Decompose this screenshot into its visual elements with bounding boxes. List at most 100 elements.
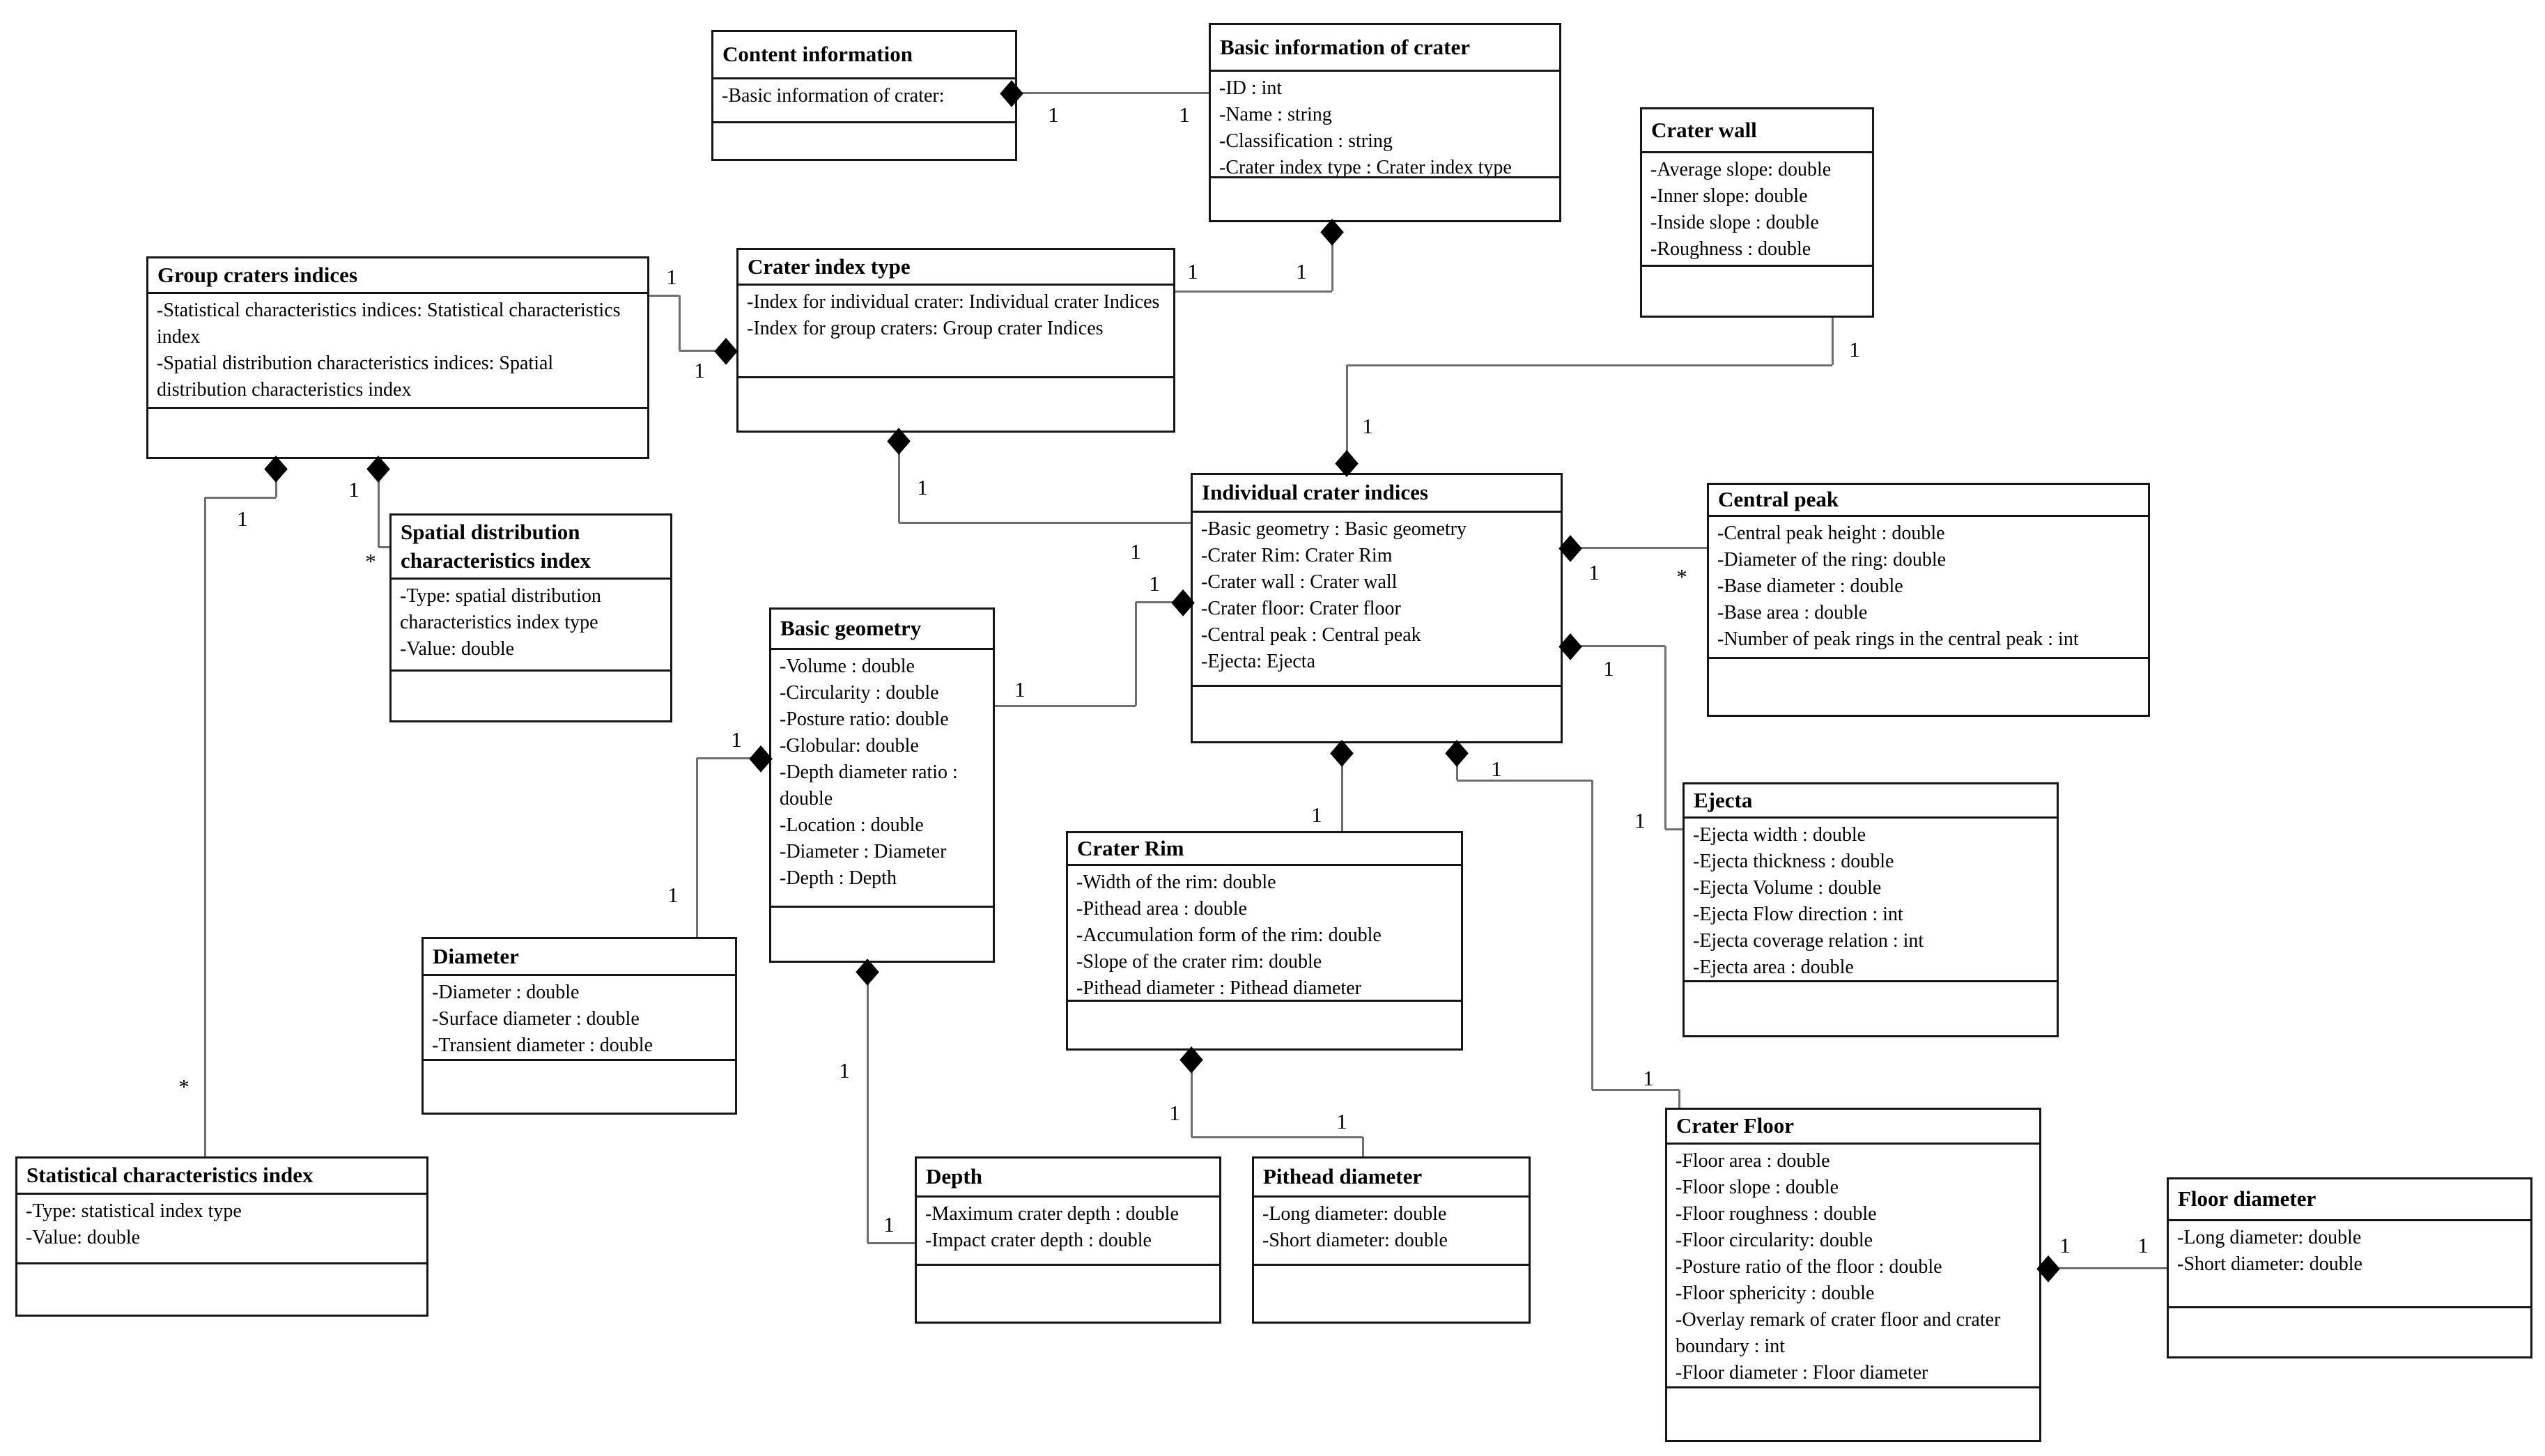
multiplicity-label: 1 [2137,1233,2149,1257]
composition-diamond-icon: ◆ [1330,730,1354,771]
multiplicity-label: 1 [348,477,359,502]
class-attribute: -Crater floor: Crater floor [1201,598,1401,619]
multiplicity-label: 1 [1336,1109,1347,1133]
class-attribute: -Overlay remark of crater floor and crat… [1676,1309,2001,1357]
multiplicity-label: 1 [1014,677,1026,702]
class-title-statistical-characteristics-index: Statistical characteristics index [17,1159,426,1195]
class-empty-compartment [771,908,993,961]
class-attribute: -Diameter : double [432,982,580,1003]
class-title-crater-floor: Crater Floor [1667,1110,2039,1145]
class-attribute: -Long diameter: double [1262,1203,1447,1225]
class-attribute: -Short diameter: double [2177,1253,2362,1275]
class-attribute: -Floor sphericity : double [1676,1283,1875,1304]
class-attributes-individual-crater-indices: -Basic geometry : Basic geometry-Crater … [1193,513,1561,687]
multiplicity-label: 1 [1187,259,1198,284]
class-attribute: -Spatial distribution characteristics in… [157,353,554,401]
connector-segment-individual-indices-owns-basic-geometry [1136,601,1191,603]
multiplicity-label: 1 [731,727,742,752]
class-empty-compartment [1685,982,2057,1035]
class-attribute: -Crater index type : Crater index type [1219,157,1512,178]
multiplicity-label: 1 [1130,539,1141,564]
multiplicity-label: * [178,1074,189,1099]
connector-segment-crater-rim-owns-pithead-diameter [1361,1137,1364,1156]
class-box-statistical-characteristics-index: Statistical characteristics index -Type: … [15,1156,428,1317]
class-attribute: -Value: double [400,638,515,660]
class-attribute: -Classification : string [1219,130,1393,152]
class-attribute: -Pithead diameter : Pithead diameter [1076,977,1361,999]
composition-diamond-icon: ◆ [1445,730,1469,771]
class-attribute: -Crater Rim: Crater Rim [1201,545,1393,566]
class-title-individual-crater-indices: Individual crater indices [1193,475,1561,513]
class-box-floor-diameter: Floor diameter-Long diameter: double-Sho… [2167,1177,2532,1358]
connector-segment-individual-indices-owns-ejecta [1563,644,1665,647]
connector-segment-individual-indices-owns-basic-geometry [995,704,1136,707]
multiplicity-label: 1 [1048,102,1059,127]
connector-segment-individual-indices-owns-central-peak [1563,546,1707,549]
multiplicity-label: 1 [1362,414,1373,438]
class-empty-compartment [1254,1266,1529,1322]
class-attributes-crater-rim: -Width of the rim: double-Pithead area :… [1068,866,1461,1002]
multiplicity-label: 1 [1491,757,1502,781]
multiplicity-label: * [1676,564,1687,589]
class-attribute: -Short diameter: double [1262,1230,1448,1251]
class-box-crater-index-type: Crater index type-Index for individual c… [736,248,1175,433]
connector-segment-group-indices-own-statistical-index [203,497,206,1156]
class-attribute: -Pithead area : double [1076,898,1247,920]
class-attribute: -Ejecta thickness : double [1693,851,1894,872]
class-attribute: -Depth : Depth [780,867,897,889]
class-box-diameter: Diameter-Diameter : double-Surface diame… [421,937,737,1115]
class-attribute: -Base diameter : double [1717,575,1903,597]
class-empty-compartment [1667,1388,2039,1440]
class-title-central-peak: Central peak [1709,485,2148,517]
class-attribute: -Diameter : Diameter [780,841,947,862]
connector-segment-individual-indices-owns-ejecta [1664,646,1666,829]
multiplicity-label: * [365,549,376,573]
class-attribute: -Maximum crater depth : double [925,1203,1179,1225]
connector-segment-crater-rim-owns-pithead-diameter [1190,1051,1193,1137]
class-attribute: -Diameter of the ring: double [1717,549,1947,571]
class-empty-compartment [424,1061,735,1113]
multiplicity-label: 1 [667,883,679,907]
class-title-depth: Depth [917,1159,1219,1198]
connector-segment-crater-index-type-owns-individual-indices [899,521,1191,524]
class-attributes-pithead-diameter: -Long diameter: double -Short diameter: d… [1254,1198,1529,1266]
class-attribute: -Posture ratio: double [780,708,949,730]
class-title-crater-index-type: Crater index type [738,250,1173,286]
class-empty-compartment [17,1264,426,1315]
class-title-basic-geometry: Basic geometry [771,610,993,650]
class-empty-compartment [738,378,1173,431]
class-title-crater-rim: Crater Rim [1068,833,1461,866]
class-empty-compartment [917,1266,1219,1322]
multiplicity-label: 1 [1643,1066,1654,1090]
class-box-crater-wall: Crater wall-Average slope: double-Inner … [1640,107,1874,318]
class-box-ejecta: Ejecta-Ejecta width : double-Ejecta thic… [1683,782,2059,1037]
class-attribute: -Ejecta width : double [1693,824,1866,846]
class-attribute: -Basic information of crater: [722,85,945,107]
connector-segment-individual-indices-owns-crater-floor [1592,1088,1679,1091]
multiplicity-label: 1 [839,1058,850,1083]
class-box-basic-geometry: Basic geometry-Volume : double-Circulari… [769,607,995,963]
class-attribute: -Value: double [26,1227,141,1248]
class-empty-compartment [713,123,1015,159]
connector-segment-crater-index-type-owns-individual-indices [897,433,900,522]
connector-segment-individual-indices-owns-crater-wall [1831,318,1834,365]
class-empty-compartment [2169,1308,2530,1356]
class-attribute: -Crater wall : Crater wall [1201,571,1398,593]
class-attribute: -Type: spatial distribution characterist… [400,585,601,633]
class-attribute: -Index for group craters: Group crater I… [747,318,1104,339]
connector-segment-individual-indices-owns-crater-floor [1457,779,1592,782]
class-attribute: -Depth diameter ratio : double [780,761,958,810]
connector-segment-group-indices-own-statistical-index [274,459,277,497]
connector-segment-crater-index-type-owns-group-indices [649,294,679,297]
composition-diamond-icon: ◆ [1000,70,1023,111]
connector-segment-basic-info-owns-crater-index-type [1175,290,1332,293]
class-title-content-information: Content information [713,32,1015,79]
class-empty-compartment [1068,1002,1461,1048]
class-attribute: -Inner slope: double [1650,185,1808,207]
connector-segment-group-indices-own-statistical-index [205,496,276,499]
class-box-individual-crater-indices: Individual crater indices-Basic geometry… [1191,473,1563,743]
class-attribute: -Type: statistical index type [26,1200,242,1222]
class-attributes-crater-wall: -Average slope: double-Inner slope: doub… [1642,153,1872,267]
multiplicity-label: 1 [1149,571,1160,596]
